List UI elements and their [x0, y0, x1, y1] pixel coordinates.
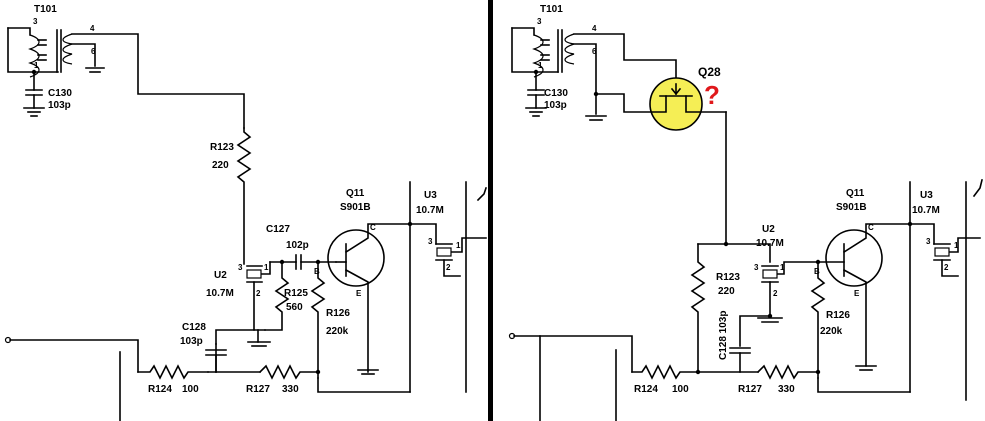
left-u3-pin1: 1 — [456, 241, 461, 250]
right-c128-label: C128 103p — [718, 311, 729, 360]
right-r124-label: R124 — [634, 384, 658, 395]
right-t101 — [511, 27, 677, 121]
right-q28 — [649, 77, 727, 131]
right-q28-label: Q28 — [698, 65, 721, 79]
right-u3 — [933, 237, 981, 277]
left-r125-label: R125 — [284, 288, 308, 299]
right-pin3: 3 — [537, 17, 542, 26]
right-q28-question-mark: ? — [704, 80, 720, 110]
left-u2-label: U2 — [214, 270, 227, 281]
left-q11-c: C — [370, 223, 376, 232]
right-r124 — [631, 364, 699, 380]
right-q11-b: B — [814, 267, 820, 276]
left-c130-label: C130 — [48, 88, 72, 99]
right-u2-pin2: 2 — [773, 289, 778, 298]
left-r125 — [264, 261, 290, 331]
left-r127-label: R127 — [246, 384, 270, 395]
left-u2-pin1: 1 — [264, 263, 269, 272]
right-pin1: 1 — [538, 61, 543, 70]
left-r124 — [137, 364, 209, 380]
left-r123-value: 220 — [212, 160, 229, 171]
left-u2-pin2: 2 — [256, 289, 261, 298]
left-pin1: 1 — [34, 61, 39, 70]
right-schematic: T101 3 4 6 1 C130 103p Q28 ? — [508, 4, 983, 421]
right-r127 — [756, 364, 819, 380]
right-c130-value: 103p — [544, 100, 567, 111]
right-u3-pin3: 3 — [926, 237, 931, 246]
left-c127-label: C127 — [266, 224, 290, 235]
left-q11-e: E — [356, 289, 362, 298]
left-pin4: 4 — [90, 24, 95, 33]
left-u3-value: 10.7M — [416, 205, 444, 216]
right-r123-label: R123 — [716, 272, 740, 283]
left-pin3: 3 — [33, 17, 38, 26]
right-u3-pin1: 1 — [954, 241, 959, 250]
right-r123-value: 220 — [718, 286, 735, 297]
left-r125-value: 560 — [286, 302, 303, 313]
right-t101-label: T101 — [540, 4, 563, 15]
left-c130 — [23, 89, 45, 117]
right-r126-value: 220k — [820, 326, 843, 337]
right-q11-c: C — [868, 223, 874, 232]
left-r126 — [310, 261, 326, 379]
left-u3-pin2: 2 — [446, 263, 451, 272]
right-c130 — [525, 89, 547, 117]
left-q11-label: Q11 — [346, 188, 365, 199]
left-u3 — [435, 237, 487, 277]
left-c128-label: C128 — [182, 322, 206, 333]
left-r123 — [236, 127, 252, 265]
left-u3-label: U3 — [424, 190, 437, 201]
left-t101-label: T101 — [34, 4, 57, 15]
left-r127-value: 330 — [282, 384, 299, 395]
right-pin4: 4 — [592, 24, 597, 33]
right-r124-value: 100 — [672, 384, 689, 395]
left-r123-label: R123 — [210, 142, 234, 153]
left-c130-value: 103p — [48, 100, 71, 111]
left-t101 — [7, 27, 245, 129]
right-q11 — [817, 223, 911, 371]
right-r123 — [690, 243, 706, 373]
right-u3-label: U3 — [920, 190, 933, 201]
right-r127-label: R127 — [738, 384, 762, 395]
right-r126-label: R126 — [826, 310, 850, 321]
right-q11-part: S901B — [836, 202, 867, 213]
left-c128-value: 103p — [180, 336, 203, 347]
left-r126-label: R126 — [326, 308, 350, 319]
left-r124-value: 100 — [182, 384, 199, 395]
right-r127-value: 330 — [778, 384, 795, 395]
q28-highlight — [649, 77, 703, 131]
right-r126 — [810, 261, 826, 379]
right-q11-e: E — [854, 289, 860, 298]
right-u2 — [761, 261, 819, 317]
left-r127 — [258, 364, 319, 380]
left-q11-b: B — [314, 267, 320, 276]
left-u3-pin3: 3 — [428, 237, 433, 246]
left-schematic: T101 3 4 6 1 C130 103p R123 220 U2 10.7M… — [4, 4, 488, 421]
left-q11 — [327, 223, 409, 375]
right-u2-pin1: 1 — [780, 263, 785, 272]
left-u2-value: 10.7M — [206, 288, 234, 299]
left-r124-label: R124 — [148, 384, 172, 395]
left-c127-value: 102p — [286, 240, 309, 251]
panel-divider — [488, 0, 493, 421]
right-u2-label: U2 — [762, 224, 775, 235]
left-q11-part: S901B — [340, 202, 371, 213]
right-u2-value: 10.7M — [756, 238, 784, 249]
right-q11-label: Q11 — [846, 188, 865, 199]
left-pin6: 6 — [91, 47, 96, 56]
right-u3-pin2: 2 — [944, 263, 949, 272]
right-pin6: 6 — [592, 47, 597, 56]
right-u3-value: 10.7M — [912, 205, 940, 216]
right-c130-label: C130 — [544, 88, 568, 99]
left-u2-pin3: 3 — [238, 263, 243, 272]
left-r126-value: 220k — [326, 326, 349, 337]
right-u2-pin3: 3 — [754, 263, 759, 272]
